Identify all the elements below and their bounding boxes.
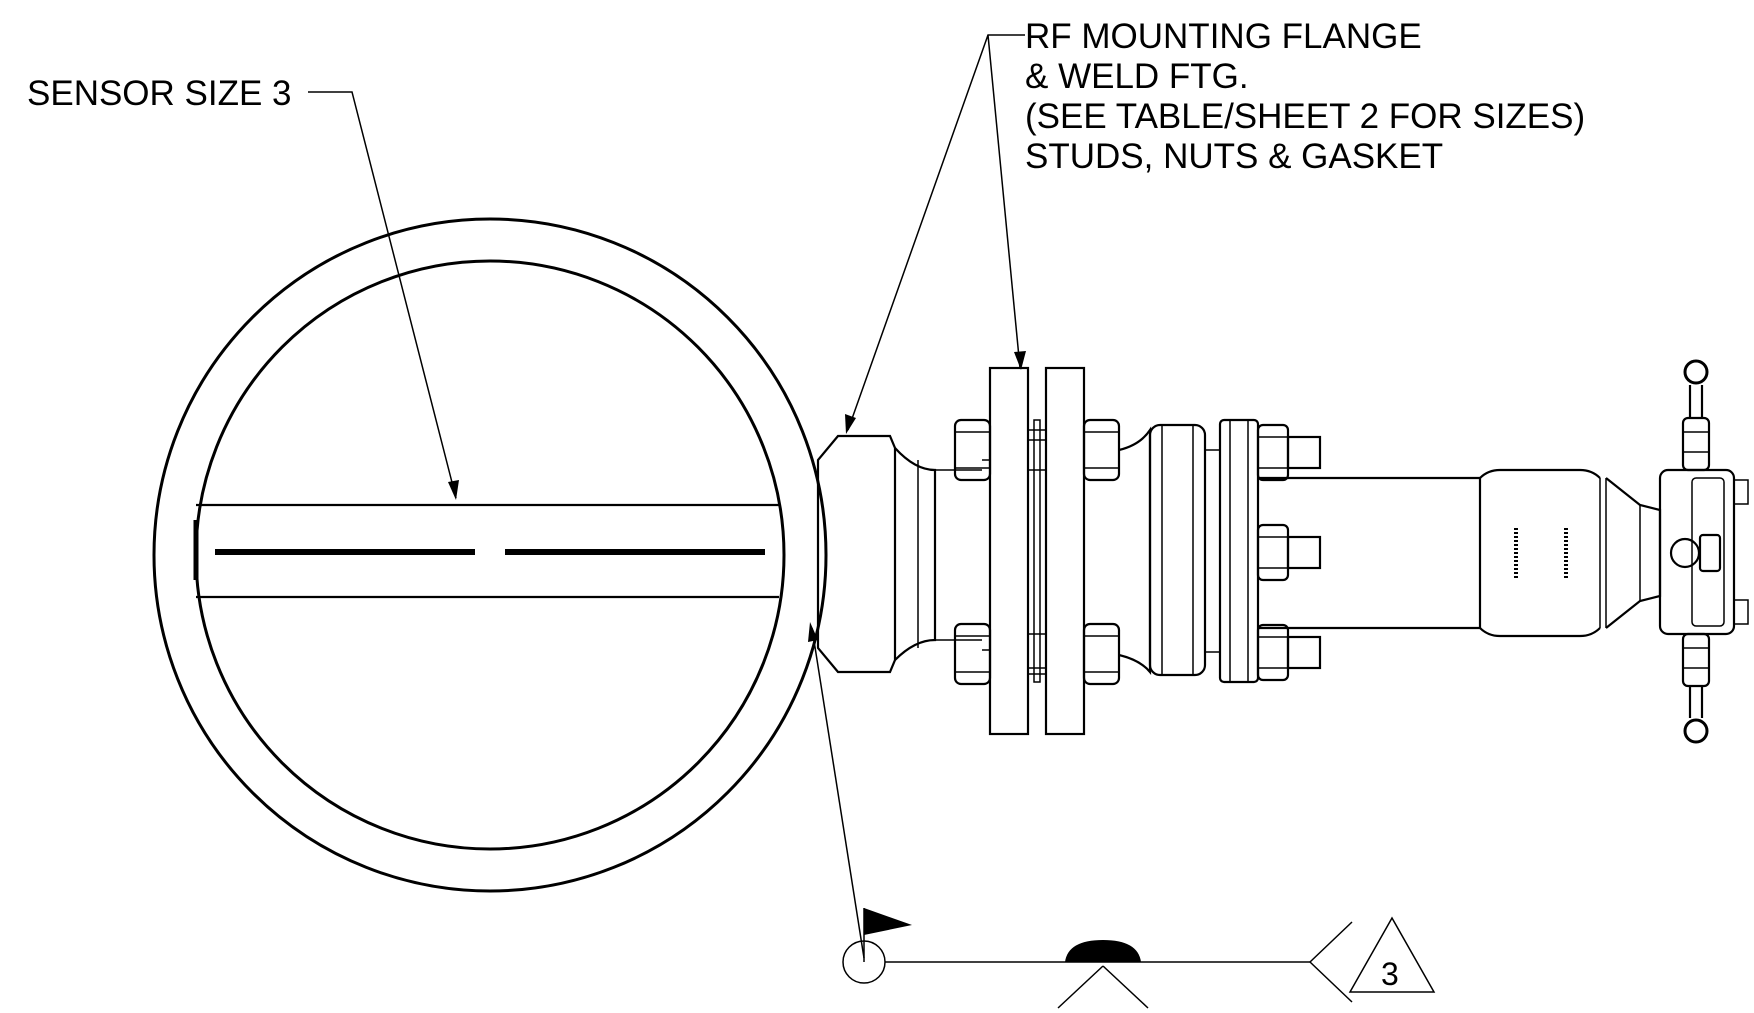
weld-symbol: 3: [808, 622, 1436, 1009]
field-weld-flag-icon: [864, 908, 912, 935]
hex-nut: [953, 622, 992, 686]
arrowhead-icon: [808, 622, 818, 642]
side-fitting: [1733, 479, 1749, 505]
rf-flange-left: [988, 366, 1030, 736]
gasket: [1033, 419, 1041, 683]
sensor-probe: [193, 503, 779, 599]
valve-head: [1658, 359, 1749, 744]
sensor-size-label: SENSOR SIZE 3: [27, 74, 292, 113]
flange-callout-text: RF MOUNTING FLANGE & WELD FTG. (SEE TABL…: [1025, 17, 1585, 176]
valve-bonnet: [1681, 632, 1711, 688]
flange-label-line-1: RF MOUNTING FLANGE: [1025, 17, 1422, 56]
mounting-flange-pair: [953, 366, 1121, 736]
weld-tail-note: 3: [1381, 956, 1399, 992]
pipe-outer-wall: [152, 217, 828, 893]
arrowhead-icon: [845, 414, 856, 434]
gland-body: [1148, 423, 1207, 677]
melt-through-weld-icon: [1065, 940, 1141, 962]
gland-flange: [1218, 418, 1260, 684]
flange-label-line-3: (SEE TABLE/SHEET 2 FOR SIZES): [1025, 97, 1585, 136]
hex-nut: [1082, 418, 1121, 482]
weld-arrow-line: [811, 627, 865, 959]
weld-tail: [1309, 921, 1353, 963]
flange-label-line-4: STUDS, NUTS & GASKET: [1025, 137, 1443, 176]
note-triangle-icon: [1348, 916, 1436, 993]
weld-tail: [1309, 961, 1353, 1003]
rf-flange-right: [1044, 366, 1086, 736]
flange-leaders: [845, 34, 1026, 434]
flange-label-line-2: & WELD FTG.: [1025, 57, 1249, 96]
side-fitting: [1733, 599, 1749, 625]
handwheel-knob-icon: [1683, 718, 1709, 744]
hex-nut: [1256, 523, 1290, 582]
packing-gland-assembly: [1118, 418, 1322, 684]
port-fitting: [1698, 533, 1722, 573]
valve-port: [1669, 537, 1701, 569]
handwheel-knob-icon: [1683, 359, 1709, 385]
sensor-leader: [308, 91, 459, 500]
hex-nut: [1082, 622, 1121, 686]
hex-nut: [953, 418, 992, 482]
hex-nut: [1256, 423, 1290, 482]
weld-fitting: [816, 434, 982, 674]
stud-end: [1286, 435, 1322, 470]
extension-body: [1258, 468, 1662, 638]
arrowhead-icon: [448, 480, 459, 500]
hex-nut: [1256, 623, 1290, 682]
valve-bonnet: [1681, 416, 1711, 472]
stud-end: [1286, 535, 1322, 570]
stud-end: [1286, 635, 1322, 670]
arrowhead-icon: [1014, 351, 1026, 370]
